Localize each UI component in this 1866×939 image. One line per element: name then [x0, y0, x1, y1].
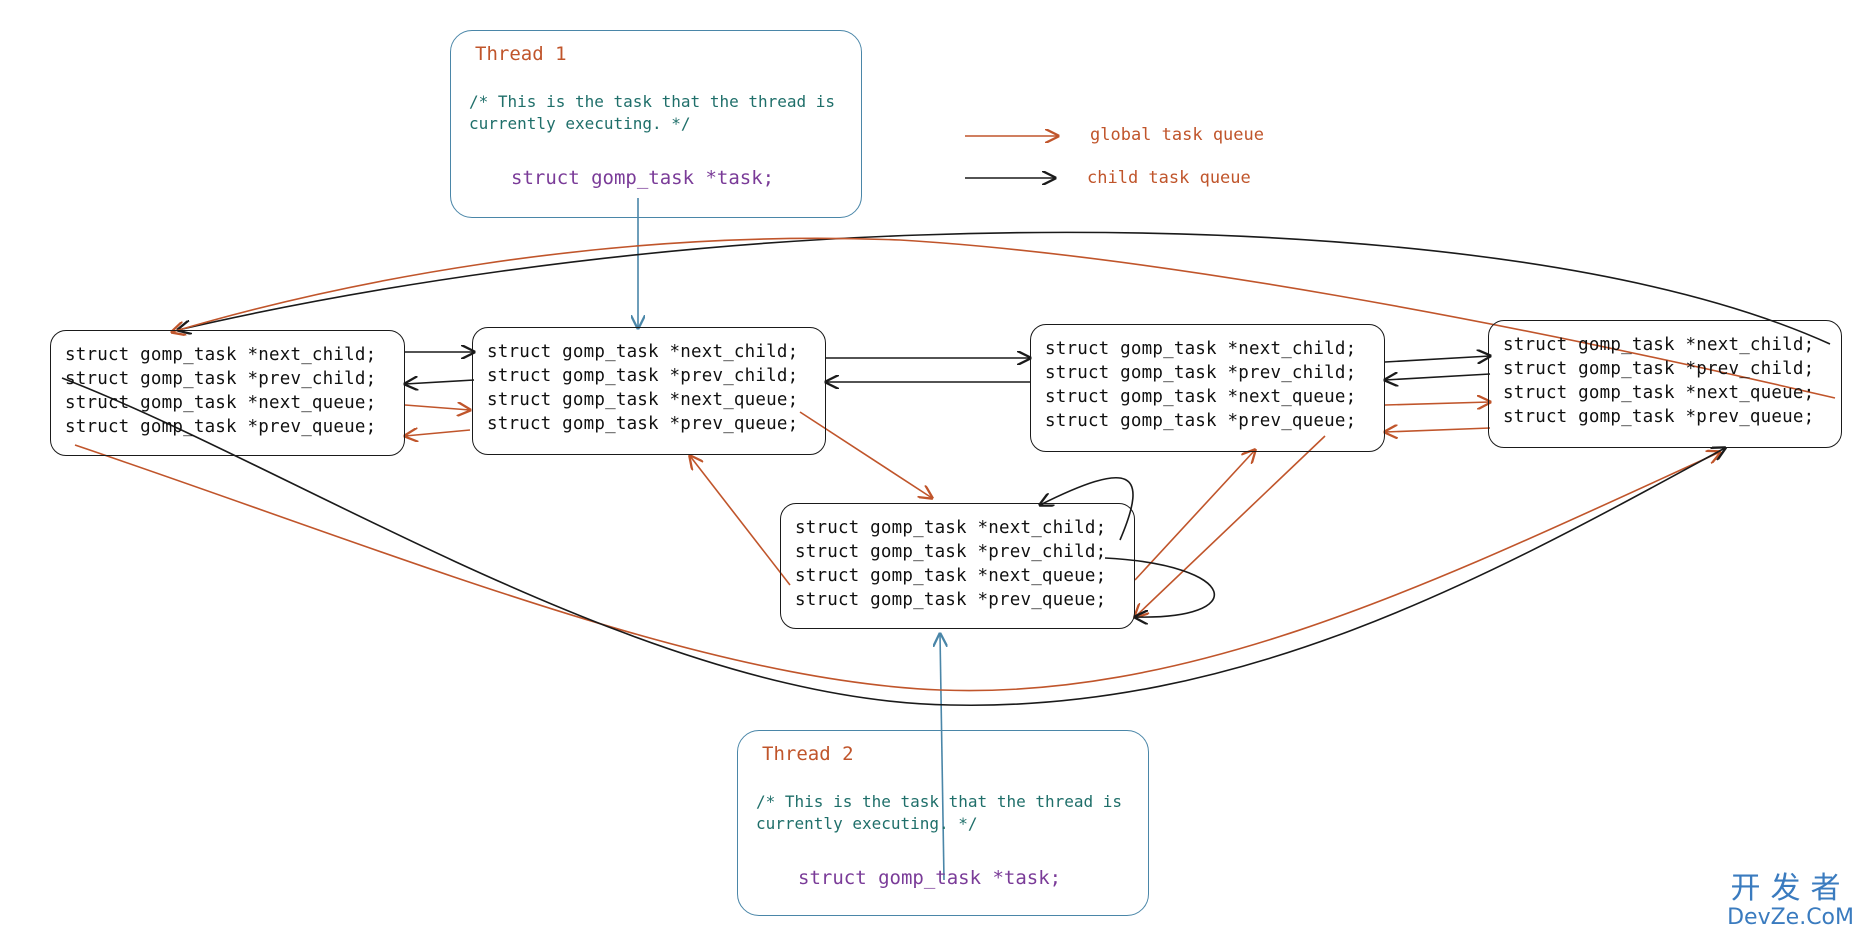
- field-prev-child: struct gomp_task *prev_child;: [65, 369, 377, 389]
- t5-t2-prev-queue: [690, 456, 791, 586]
- t3-t5-prev-queue: [1135, 435, 1326, 617]
- field-prev-child: struct gomp_task *prev_child;: [1503, 359, 1815, 379]
- task-node-4: struct gomp_task *next_child; struct gom…: [1488, 320, 1842, 448]
- t5-t3-next-queue: [1134, 450, 1255, 581]
- t5-self-loop-right: [1104, 557, 1216, 617]
- site-watermark: 开发者 DevZe.CoM: [1727, 873, 1854, 931]
- legend-child-label: child task queue: [1087, 168, 1251, 188]
- thread1-task-pointer-decl: struct gomp_task *task;: [511, 167, 775, 189]
- field-prev-queue: struct gomp_task *prev_queue;: [1503, 407, 1815, 427]
- thread2-pointer: [940, 634, 944, 881]
- legend-global-label: global task queue: [1090, 125, 1264, 145]
- field-next-queue: struct gomp_task *next_queue;: [487, 390, 799, 410]
- thread1-box: Thread 1 /* This is the task that the th…: [450, 30, 862, 218]
- t1-t4-queue-arc-bottom: [74, 444, 1720, 692]
- thread2-title: Thread 2: [762, 743, 854, 765]
- field-next-queue: struct gomp_task *next_queue;: [1045, 387, 1357, 407]
- thread2-task-pointer-decl: struct gomp_task *task;: [798, 867, 1062, 889]
- field-prev-queue: struct gomp_task *prev_queue;: [795, 590, 1107, 610]
- task-node-3: struct gomp_task *next_child; struct gom…: [1030, 324, 1385, 452]
- field-next-child: struct gomp_task *next_child;: [795, 518, 1107, 538]
- t3-t4-next-queue: [1384, 402, 1490, 405]
- t1-t4-child-arc-bottom: [61, 377, 1725, 707]
- field-next-queue: struct gomp_task *next_queue;: [1503, 383, 1815, 403]
- field-next-child: struct gomp_task *next_child;: [65, 345, 377, 365]
- t4-t1-queue-arc-top: [172, 237, 1836, 399]
- field-prev-queue: struct gomp_task *prev_queue;: [487, 414, 799, 434]
- t4-t3-prev-queue: [1385, 428, 1491, 432]
- field-next-child: struct gomp_task *next_child;: [1045, 339, 1357, 359]
- field-prev-queue: struct gomp_task *prev_queue;: [65, 417, 377, 437]
- t3-t4-next-child: [1384, 356, 1490, 362]
- field-next-queue: struct gomp_task *next_queue;: [795, 566, 1107, 586]
- thread1-comment: /* This is the task that the thread is c…: [469, 92, 836, 133]
- t4-t1-child-arc-top: [178, 231, 1831, 345]
- field-prev-queue: struct gomp_task *prev_queue;: [1045, 411, 1357, 431]
- field-next-child: struct gomp_task *next_child;: [1503, 335, 1815, 355]
- thread1-title: Thread 1: [475, 43, 567, 65]
- field-prev-child: struct gomp_task *prev_child;: [795, 542, 1107, 562]
- t4-t3-prev-child: [1385, 374, 1491, 380]
- t2-t1-prev-child: [405, 380, 475, 384]
- watermark-cn: 开发者: [1730, 871, 1851, 906]
- task-node-2: struct gomp_task *next_child; struct gom…: [472, 327, 826, 455]
- t2-t5-next-queue: [799, 411, 932, 498]
- task-node-1: struct gomp_task *next_child; struct gom…: [50, 330, 405, 456]
- thread2-comment: /* This is the task that the thread is c…: [756, 792, 1123, 833]
- task-node-5: struct gomp_task *next_child; struct gom…: [780, 503, 1135, 629]
- thread2-box: Thread 2 /* This is the task that the th…: [737, 730, 1149, 916]
- watermark-en: DevZe.CoM: [1727, 905, 1854, 930]
- field-next-child: struct gomp_task *next_child;: [487, 342, 799, 362]
- t2-t1-prev-queue: [405, 430, 471, 436]
- t1-t2-next-queue: [404, 405, 470, 410]
- field-prev-child: struct gomp_task *prev_child;: [487, 366, 799, 386]
- field-next-queue: struct gomp_task *next_queue;: [65, 393, 377, 413]
- field-prev-child: struct gomp_task *prev_child;: [1045, 363, 1357, 383]
